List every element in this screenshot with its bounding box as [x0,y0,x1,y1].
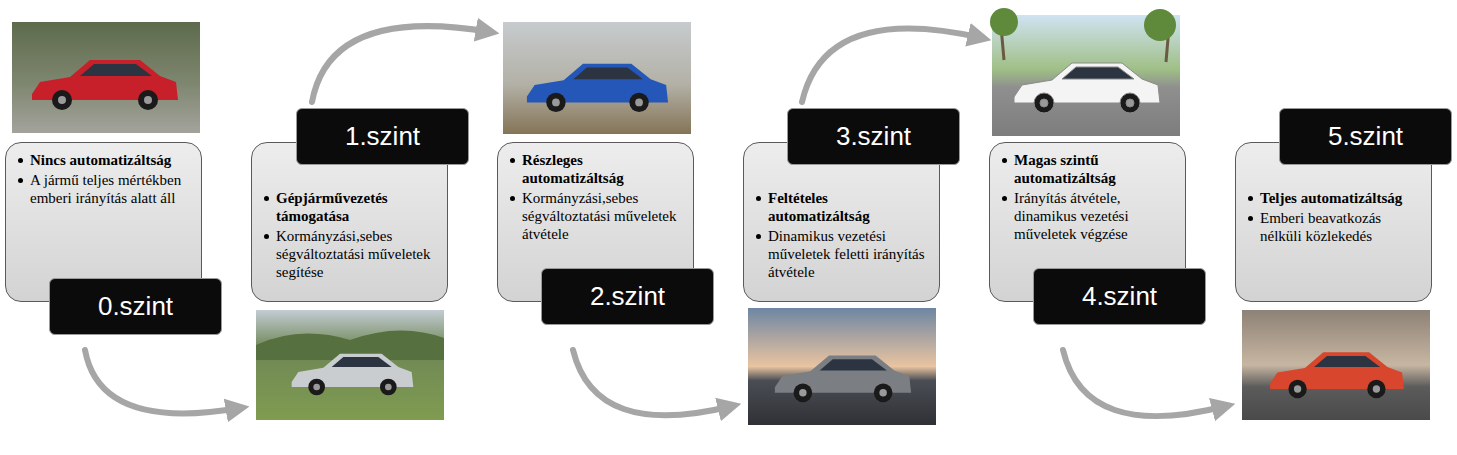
body-text: Irányítás átvétele, dinamikus vezetési m… [1014,190,1129,242]
level-box: Gépjárművezetés támogatásaKormányzási,se… [251,142,448,302]
level-title: Teljes automatizáltság [1247,189,1423,207]
title-text: Teljes automatizáltság [1260,190,1402,206]
level-description: Kormányzási,sebes ségváltoztatási művele… [263,227,439,281]
title-text: Feltételes automatizáltság [768,190,870,224]
level-title: Magas szintű automatizáltság [1001,151,1177,187]
bullet-dot [1248,216,1253,221]
bullet-dot [510,196,515,201]
bullet-dot [756,196,761,201]
level-tag: 1.szint [296,108,469,165]
curved-arrow [312,26,490,102]
level-description: A jármű teljes mértékben emberi irányítá… [17,171,193,207]
car-photo [990,8,1180,136]
title-text: Gépjárművezetés támogatása [276,190,388,224]
title-text: Magas szintű automatizáltság [1014,152,1116,186]
bullet-dot [18,178,23,183]
title-text: Részleges automatizáltság [522,152,624,186]
bullet-dot [264,234,269,239]
level-title: Nincs automatizáltság [17,151,193,169]
level-description: Irányítás átvétele, dinamikus vezetési m… [1001,189,1177,243]
level-number: 2.szint [590,281,665,312]
box-content: Nincs automatizáltság A jármű teljes mért… [17,151,193,207]
level-number: 0.szint [98,291,173,322]
car-photo [12,22,200,133]
level-box: Feltételes automatizáltságDinamikus veze… [743,142,940,302]
level-title: Részleges automatizáltság [509,151,685,187]
level-title: Feltételes automatizáltság [755,189,931,225]
box-content: Teljes automatizáltságEmberi beavatkozás… [1247,189,1423,245]
bullet-dot [756,234,761,239]
curved-arrow [1063,350,1226,416]
level-tag: 0.szint [49,278,222,335]
level-box: Teljes automatizáltságEmberi beavatkozás… [1235,142,1432,302]
curved-arrow [802,28,982,102]
body-text: Kormányzási,sebes ségváltoztatási művele… [522,190,677,242]
bullet-dot [1002,196,1007,201]
box-content: Magas szintű automatizáltságIrányítás át… [1001,151,1177,243]
level-tag: 4.szint [1033,268,1206,325]
car-photo [748,308,936,425]
level-number: 1.szint [345,121,420,152]
title-text: Nincs automatizáltság [30,152,171,168]
bullet-dot [1248,196,1253,201]
bullet-dot [264,196,269,201]
bullet-dot [18,158,23,163]
level-number: 5.szint [1328,121,1403,152]
box-content: Gépjárművezetés támogatásaKormányzási,se… [263,189,439,281]
level-number: 3.szint [836,121,911,152]
level-tag: 5.szint [1279,108,1452,165]
level-title: Gépjárművezetés támogatása [263,189,439,225]
bullet-dot [1002,158,1007,163]
level-description: Kormányzási,sebes ségváltoztatási művele… [509,189,685,243]
level-description: Dinamikus vezetési műveletek feletti irá… [755,227,931,281]
car-photo [256,310,444,420]
box-content: Feltételes automatizáltságDinamikus veze… [755,189,931,281]
body-text: A jármű teljes mértékben emberi irányítá… [30,172,181,206]
car-photo [503,22,691,134]
body-text: Dinamikus vezetési műveletek feletti irá… [768,228,925,280]
curved-arrow [85,350,240,413]
level-tag: 2.szint [541,268,714,325]
bullet-dot [510,158,515,163]
body-text: Emberi beavatkozás nélküli közlekedés [1260,210,1381,244]
box-content: Részleges automatizáltságKormányzási,seb… [509,151,685,243]
curved-arrow [573,350,732,415]
body-text: Kormányzási,sebes ségváltoztatási művele… [276,228,431,280]
level-description: Emberi beavatkozás nélküli közlekedés [1247,209,1423,245]
level-number: 4.szint [1082,281,1157,312]
car-photo [1242,310,1430,420]
level-tag: 3.szint [787,108,960,165]
